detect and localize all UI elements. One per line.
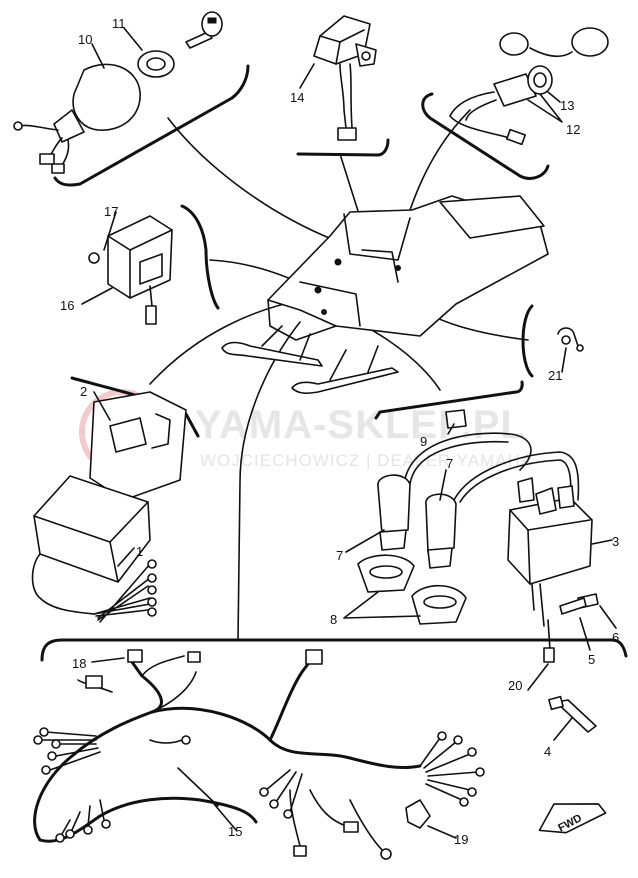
callout-15: 15 (228, 824, 242, 839)
callout-12: 12 (566, 122, 580, 137)
watermark-subtitle: WOJCIECHOWICZ | DEALER YAMAHA (200, 451, 533, 470)
part-regulator (88, 215, 173, 325)
callout-6: 6 (612, 630, 619, 645)
callout-13: 13 (560, 98, 574, 113)
callout-1: 1 (136, 544, 143, 559)
callout-9: 9 (420, 434, 427, 449)
callout-16: 16 (60, 298, 74, 313)
part-main-switch (13, 11, 223, 174)
fwd-arrow: FWD (538, 803, 607, 835)
callout-11: 11 (112, 16, 126, 31)
callout-7a: 7 (336, 548, 343, 563)
callout-2: 2 (80, 384, 87, 399)
callout-4: 4 (544, 744, 551, 759)
watermark-title: YAMA-SKLEP.PL (195, 403, 526, 447)
part-cdi-unit (31, 475, 157, 623)
snowmobile-illustration (221, 195, 549, 394)
callout-21: 21 (548, 368, 562, 383)
callout-10: 10 (78, 32, 92, 47)
callout-numbers: 1 2 3 4 5 6 7 7 8 9 10 11 12 13 14 15 16… (60, 16, 619, 847)
callout-8: 8 (330, 612, 337, 627)
callout-17: 17 (104, 204, 118, 219)
callout-20: 20 (508, 678, 522, 693)
callout-14: 14 (290, 90, 304, 105)
callout-5: 5 (588, 652, 595, 667)
part-bolt (548, 695, 597, 733)
callout-19: 19 (454, 832, 468, 847)
callout-18: 18 (72, 656, 86, 671)
part-wire-harness (33, 649, 485, 860)
part-ignition-coil (357, 409, 599, 663)
callout-3: 3 (612, 534, 619, 549)
callout-7b: 7 (446, 456, 453, 471)
callout-leaders (81, 27, 617, 839)
part-ignition-switch (449, 27, 609, 146)
watermark: YAMA-SKLEP.PL WOJCIECHOWICZ | DEALER YAM… (79, 389, 533, 475)
part-bracket (89, 391, 187, 501)
part-clip (557, 327, 584, 352)
part-relay (313, 15, 377, 141)
